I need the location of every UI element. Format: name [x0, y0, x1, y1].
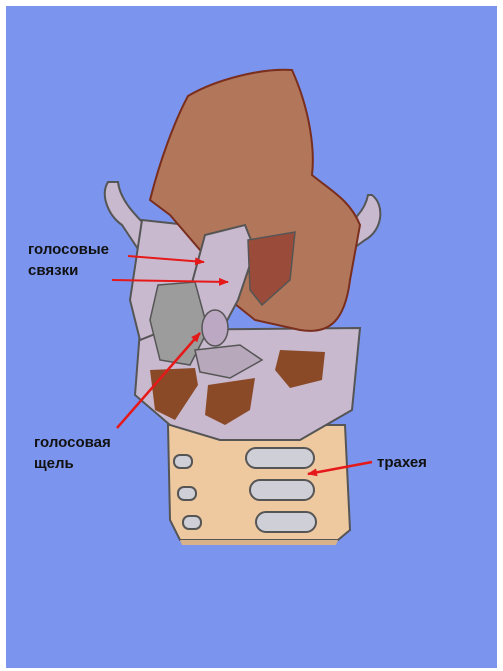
tracheal-ring [183, 516, 201, 529]
glottis-label: голосовая щель [34, 432, 111, 474]
vocal-cords-label-line-1: голосовые [28, 239, 109, 260]
glottis-opening [202, 310, 228, 346]
tracheal-ring [256, 512, 316, 532]
glottis-label-line-2: щель [34, 453, 111, 474]
glottis-label-line-1: голосовая [34, 432, 111, 453]
tracheal-ring [174, 455, 192, 468]
vocal-cords-label-line-2: связки [28, 260, 109, 281]
tracheal-ring [250, 480, 314, 500]
vocal-cords-label: голосовые связки [28, 239, 109, 281]
trachea-label-line-1: трахея [377, 452, 427, 473]
trachea-label: трахея [377, 452, 427, 473]
tracheal-ring [178, 487, 196, 500]
tracheal-ring [246, 448, 314, 468]
